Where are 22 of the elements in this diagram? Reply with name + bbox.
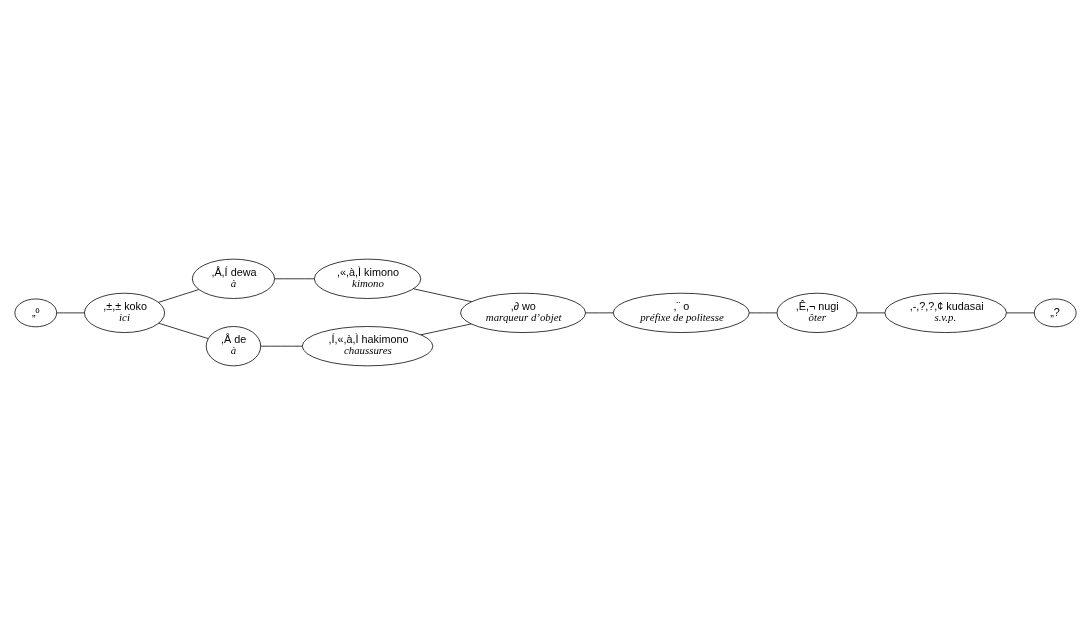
connector: [274, 278, 315, 280]
connector: [1006, 312, 1035, 314]
connector: [413, 288, 472, 303]
node-ellipse: „º: [14, 298, 58, 328]
connector: [420, 323, 472, 336]
connector: [856, 312, 886, 314]
node-ellipse: ,«,à,Ì kimono kimono: [314, 258, 422, 299]
connector: [56, 312, 85, 314]
node-ellipse: ,-,?,?,¢ kudasai s.v.p.: [884, 292, 1007, 333]
node-ellipse: ,±,± koko ici: [84, 292, 165, 333]
node-ellipse: ,∂ wo marqueur d’objet: [460, 292, 586, 333]
node-ellipse: ,Ê,¬ nugi ôter: [776, 292, 858, 333]
connector: [158, 322, 209, 339]
connector: [748, 312, 778, 314]
node-ellipse: ,Í,«,à,Ì hakimono chaussures: [301, 326, 434, 367]
connector: [260, 345, 303, 347]
node-ellipse: „?: [1033, 298, 1077, 328]
node-ellipse: ,Å de à: [205, 326, 262, 367]
connector: [158, 289, 200, 303]
connector: [585, 312, 614, 314]
node-ellipse: ,¨ o préfixe de politesse: [612, 292, 750, 333]
node-ellipse: ,Å,Í dewa à: [191, 258, 275, 299]
